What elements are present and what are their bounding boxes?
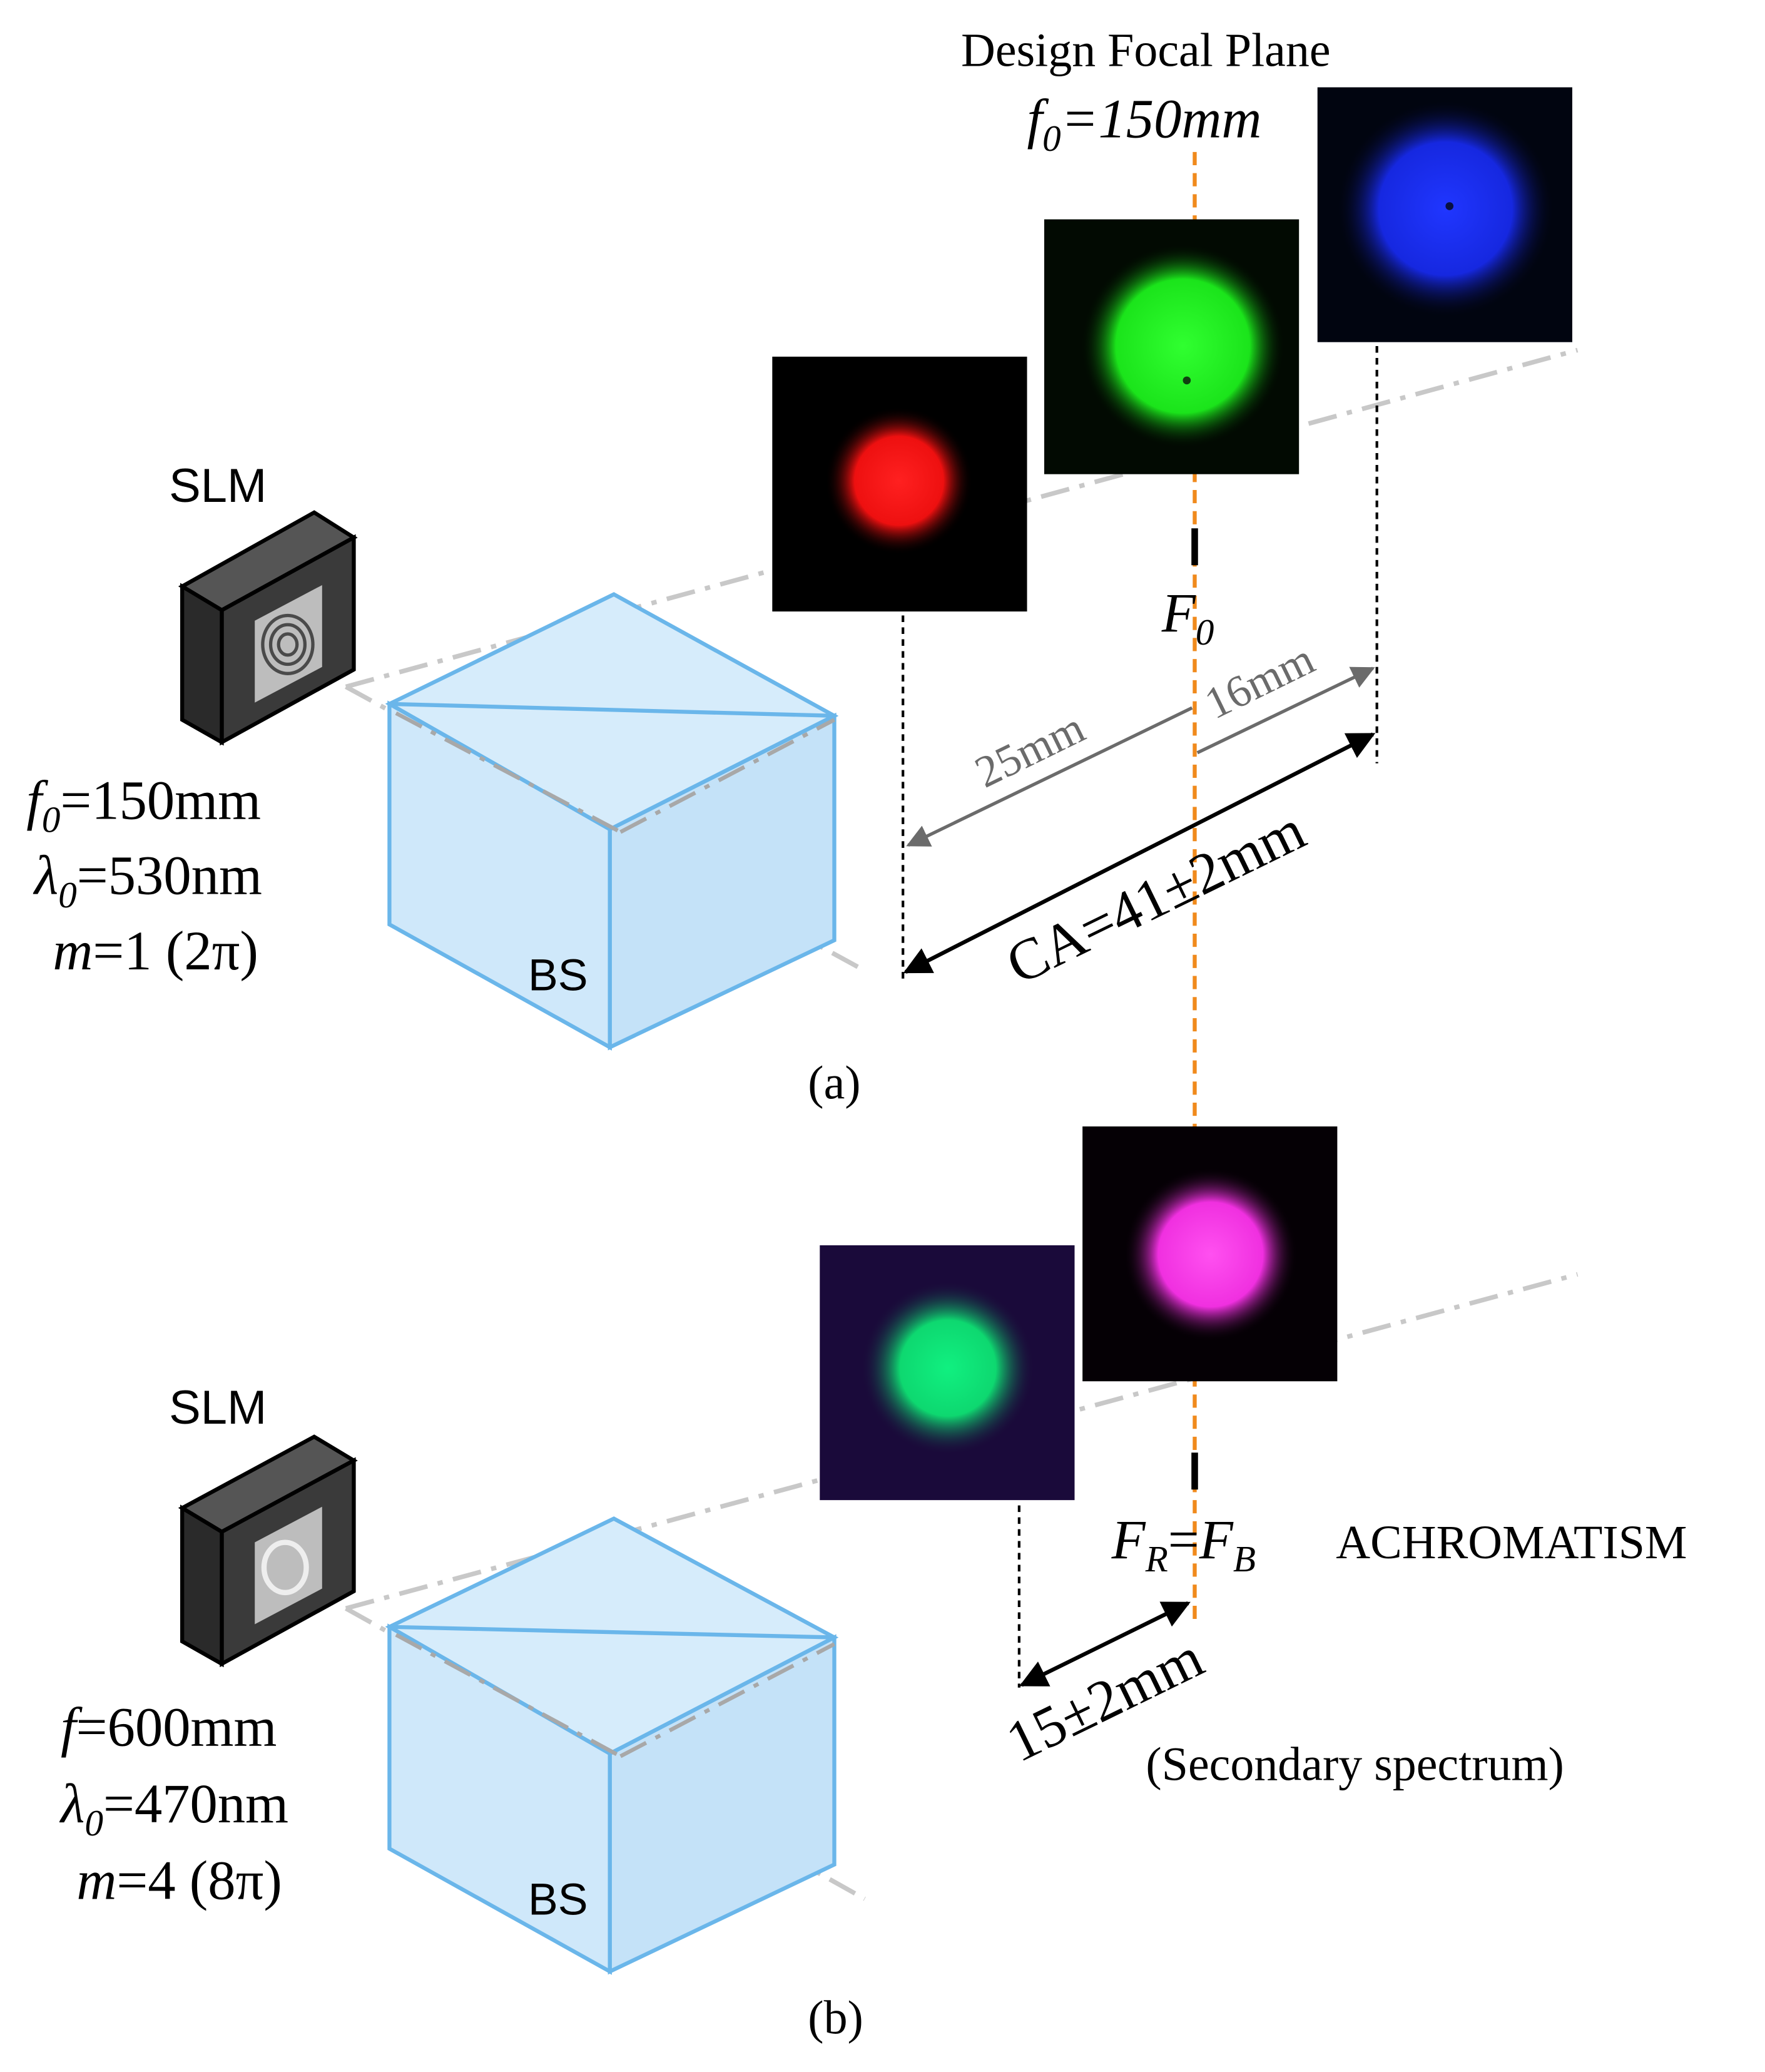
beam-splitter-cube-a <box>385 592 839 1051</box>
dim-label-25mm: 25mm <box>967 702 1092 797</box>
slm-device-b <box>178 1434 358 1668</box>
caption-b: (b) <box>808 1992 863 2044</box>
achromatism-label: ACHROMATISM <box>1336 1516 1687 1569</box>
blue-focal-spot <box>1317 87 1572 342</box>
bs-label-b: BS <box>528 1875 588 1925</box>
caption-a: (a) <box>808 1057 860 1110</box>
dim-arrow-ca <box>903 732 1376 974</box>
panel-a: BS SLM f0=150mm λ0=530nm m=1 (2π) Design… <box>26 24 1579 1130</box>
slm-parameters-b: f=600mm λ0=470nm m=4 (8π) <box>59 1697 288 1912</box>
f0-label: F0 <box>1161 583 1214 653</box>
secondary-spectrum-label: (Secondary spectrum) <box>1146 1738 1564 1790</box>
dim-arrow-15mm <box>1019 1601 1191 1687</box>
param-wavelength-b: λ0=470nm <box>59 1773 288 1844</box>
dim-label-ca: CA=41±2mm <box>997 797 1315 997</box>
param-focal-length-a: f0=150mm <box>26 770 261 840</box>
slm-label-b: SLM <box>169 1381 267 1434</box>
beam-splitter-cube-b <box>385 1516 839 1975</box>
slm-device-a <box>178 510 358 746</box>
slm-parameters-a: f0=150mm λ0=530nm m=1 (2π) <box>26 770 262 982</box>
param-focal-length-b: f=600mm <box>61 1697 277 1758</box>
slm-lens-pattern-icon <box>261 1539 309 1596</box>
panel-b: BS SLM f=600mm λ0=470nm m=4 (8π) FR=FB A… <box>59 1126 1687 2044</box>
slm-label-a: SLM <box>169 459 267 513</box>
bs-label-a: BS <box>528 951 588 1001</box>
design-focal-length-label: f0=150mm <box>1027 89 1262 159</box>
dim-label-16mm: 16mm <box>1197 633 1322 728</box>
slm-fresnel-pattern-icon <box>261 613 315 675</box>
cyan-green-focal-spot <box>820 1245 1075 1501</box>
param-order-a: m=1 (2π) <box>53 921 258 982</box>
red-focal-spot <box>772 356 1027 612</box>
fr-equals-fb-label: FR=FB <box>1111 1509 1256 1580</box>
green-focal-spot <box>1044 219 1300 474</box>
param-order-b: m=4 (8π) <box>76 1850 282 1911</box>
magenta-focal-spot <box>1082 1126 1338 1382</box>
design-focal-plane-title: Design Focal Plane <box>961 24 1331 77</box>
param-wavelength-a: λ0=530nm <box>33 845 262 916</box>
